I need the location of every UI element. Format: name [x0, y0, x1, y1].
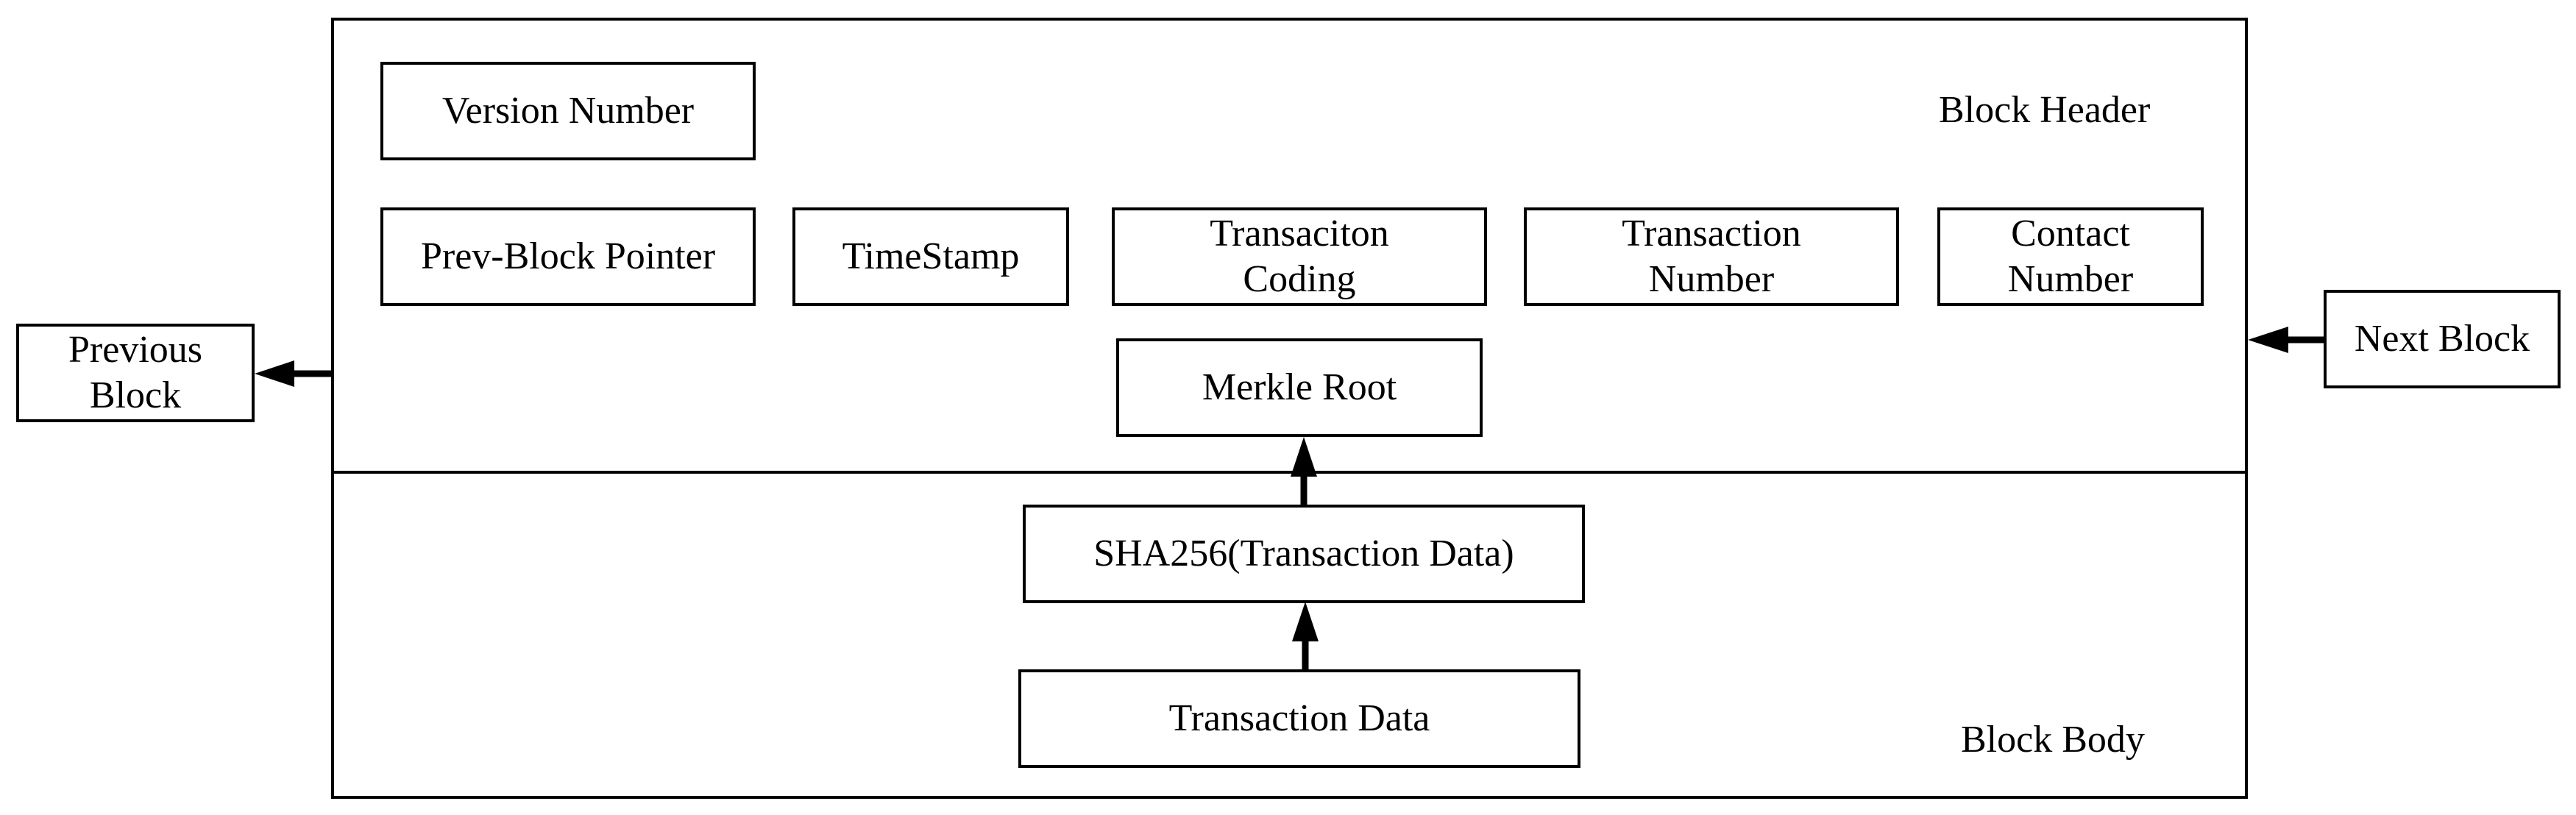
transaction-coding-box: Transaciton Coding — [1112, 207, 1487, 306]
previous-block-text: Previous Block — [68, 328, 202, 416]
arrow-txdata-to-sha — [1292, 602, 1319, 669]
transaction-coding-text: Transaciton Coding — [1210, 212, 1389, 300]
contact-number-text: Contact Number — [2007, 212, 2134, 300]
transaction-number-box: Transaction Number — [1524, 207, 1899, 306]
block-header-label: Block Header — [1939, 89, 2151, 131]
version-number-text: Version Number — [441, 89, 695, 132]
block-body-region — [331, 471, 2248, 799]
transaction-number-text: Transaction Number — [1622, 212, 1801, 300]
next-block-text: Next Block — [2354, 317, 2530, 360]
arrow-sha-to-merkle — [1291, 437, 1317, 505]
previous-block-box: Previous Block — [16, 324, 255, 422]
sha256-box: SHA256(Transaction Data) — [1023, 505, 1585, 603]
next-block-box: Next Block — [2324, 290, 2561, 388]
transaction-data-box: Transaction Data — [1018, 669, 1580, 768]
prev-block-pointer-text: Prev-Block Pointer — [420, 235, 716, 277]
sha256-text: SHA256(Transaction Data) — [1093, 532, 1514, 574]
timestamp-text: TimeStamp — [842, 235, 1020, 277]
timestamp-box: TimeStamp — [792, 207, 1069, 306]
merkle-root-box: Merkle Root — [1116, 338, 1483, 437]
transaction-data-text: Transaction Data — [1168, 697, 1430, 739]
arrow-from-next-block — [2248, 327, 2324, 353]
prev-block-pointer-box: Prev-Block Pointer — [380, 207, 756, 306]
block-body-label: Block Body — [1961, 719, 2145, 761]
merkle-root-text: Merkle Root — [1202, 366, 1397, 408]
arrow-to-previous-block — [255, 360, 334, 387]
version-number-box: Version Number — [380, 62, 756, 160]
contact-number-box: Contact Number — [1937, 207, 2204, 306]
